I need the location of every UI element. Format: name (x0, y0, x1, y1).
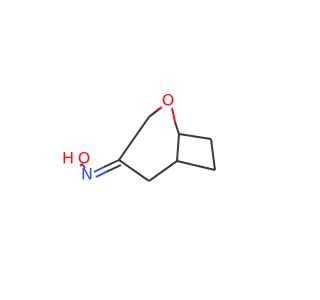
bond-c5-c6 (176, 160, 216, 171)
bond-c3-n-a-gray (103, 159, 120, 168)
bond-c2-o-gray (148, 110, 158, 118)
atom-label-o-hydroxyl: O (78, 149, 91, 168)
atom-label-o-bridge: O (162, 91, 175, 110)
atom-label-n-oxime: N (81, 165, 93, 184)
bond-c4-c5 (148, 160, 178, 182)
bond-n-o-red (79, 163, 83, 167)
atom-label-h-hydroxyl: H (62, 149, 74, 168)
bond-c1-c5 (176, 133, 180, 162)
bond-c6-c7 (210, 138, 216, 171)
bond-c2-o-red (156, 106, 163, 112)
bond-c3-n-b-blue (95, 171, 107, 178)
bond-c3-n-a-blue (93, 166, 105, 173)
bond-c3-c4 (118, 159, 150, 182)
bond-c3-n-b-gray (105, 164, 122, 173)
bond-c1-o-red (171, 107, 176, 123)
bond-c2-c3 (118, 116, 150, 161)
bond-c7-c1 (178, 133, 212, 140)
bond-c1-o-gray (174, 121, 180, 135)
